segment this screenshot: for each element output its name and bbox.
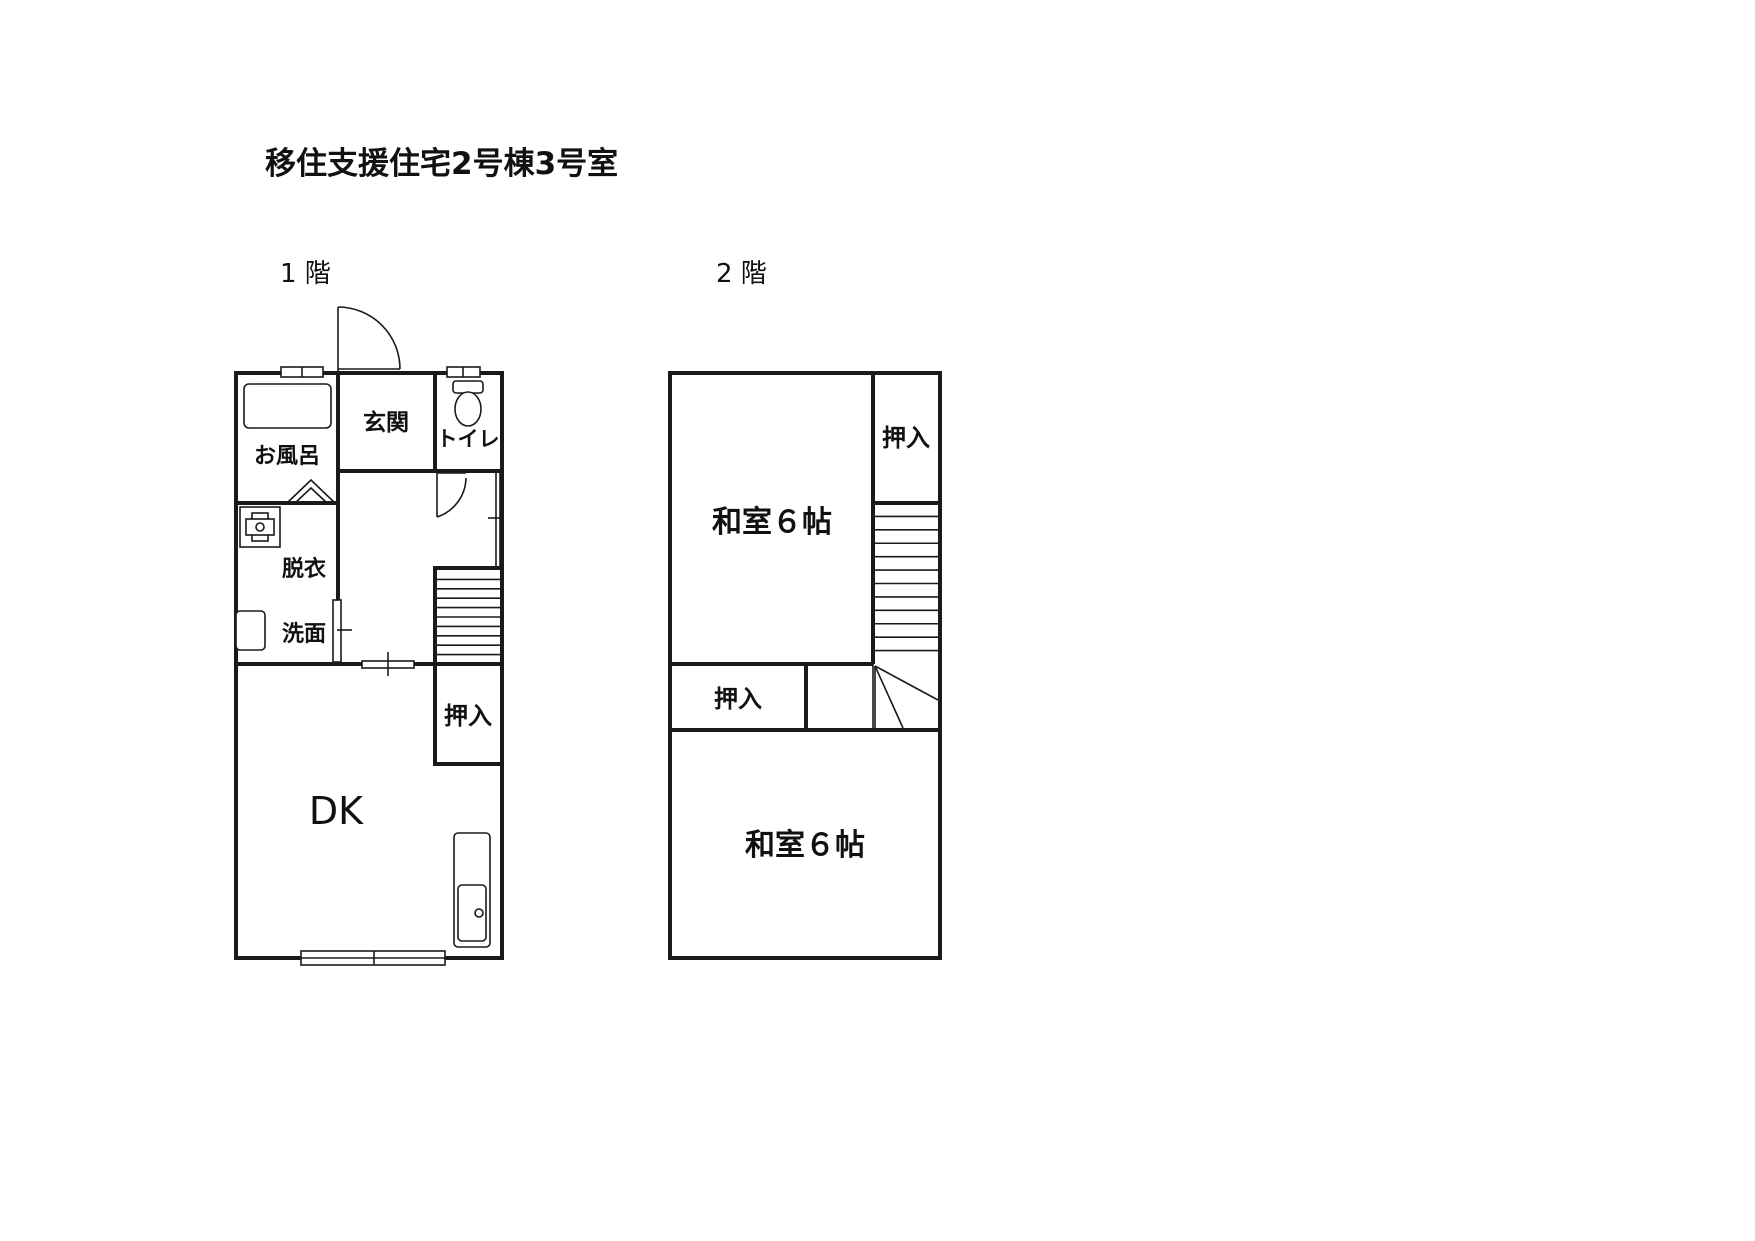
floor1-stairs <box>437 578 500 656</box>
room-label-dressing: 脱衣 <box>282 556 326 582</box>
floor2-stairs <box>875 515 938 652</box>
page-title: 移住支援住宅2号棟3号室 <box>265 146 618 182</box>
kitchen-counter <box>453 832 491 948</box>
washroom-sliding-door <box>332 599 352 663</box>
room-label-entrance: 玄関 <box>363 409 409 436</box>
toilet-fixture <box>452 380 484 427</box>
hall-sliding-door <box>488 472 502 566</box>
room-label-washroom: 洗面 <box>282 622 326 647</box>
dk-window <box>300 950 446 966</box>
room-label-bath: お風呂 <box>254 444 320 469</box>
room-label-closet-mid: 押入 <box>714 685 762 713</box>
floor2-plan: 和室６帖 押入 押入 和室６帖 <box>668 371 942 960</box>
bath-window <box>280 366 324 378</box>
floor1-label: 1 階 <box>280 259 331 289</box>
floor1-plan: 玄関 トイレ お風呂 脱衣 洗面 押入 DK <box>234 306 504 966</box>
floor2-label: 2 階 <box>716 259 767 289</box>
room-label-closet-right: 押入 <box>882 424 930 452</box>
room-label-dk: DK <box>309 789 364 833</box>
floor2-interior-walls <box>670 373 940 732</box>
room-label-washitsu-upper: 和室６帖 <box>712 505 832 540</box>
entrance-door <box>337 306 401 371</box>
toilet-door <box>436 472 467 518</box>
dk-sliding-door <box>361 652 415 676</box>
bath-door <box>286 478 336 504</box>
room-label-toilet: トイレ <box>437 427 500 451</box>
bathtub <box>243 383 332 429</box>
room-label-closet: 押入 <box>444 702 492 730</box>
floor2-stair-winders <box>872 664 939 729</box>
room-label-washitsu-lower: 和室６帖 <box>745 828 865 863</box>
toilet-window <box>446 366 481 378</box>
washbasin <box>235 610 266 651</box>
